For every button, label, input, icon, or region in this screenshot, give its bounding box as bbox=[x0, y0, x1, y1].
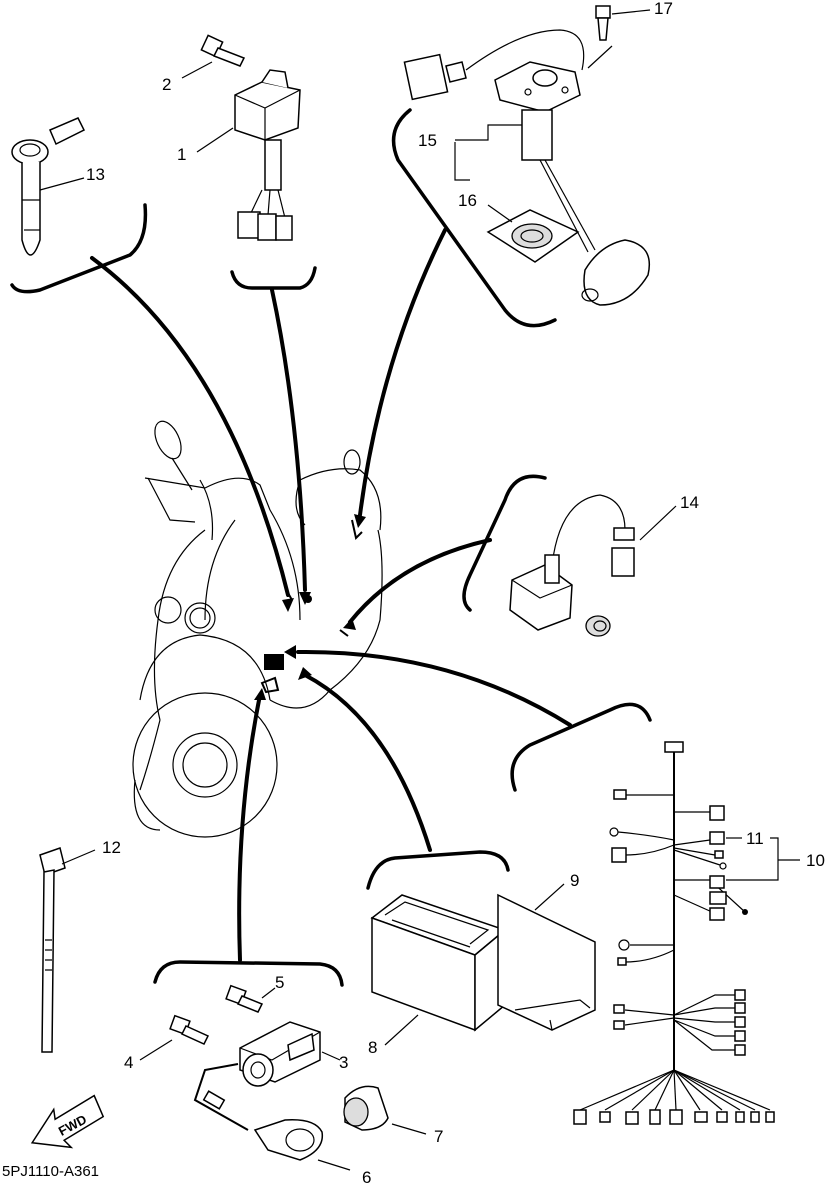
cable-band bbox=[39, 847, 96, 1053]
callout-3: 3 bbox=[339, 1053, 348, 1072]
spark-plug-cap bbox=[11, 117, 86, 256]
leader-arrows bbox=[90, 228, 572, 962]
wire-harness bbox=[573, 741, 800, 1125]
callout-15: 15 bbox=[418, 131, 437, 150]
group-brackets bbox=[10, 108, 652, 987]
callout-8: 8 bbox=[368, 1038, 377, 1057]
cdi-bolt bbox=[181, 34, 246, 79]
scooter-outline bbox=[132, 420, 383, 838]
callout-14: 14 bbox=[680, 493, 699, 512]
battery bbox=[370, 894, 507, 1046]
callout-5: 5 bbox=[275, 973, 284, 992]
callout-16: 16 bbox=[458, 191, 477, 210]
cap-cover bbox=[343, 1085, 427, 1135]
fuel-sender bbox=[403, 5, 651, 306]
callout-4: 4 bbox=[124, 1053, 133, 1072]
callout-11: 11 bbox=[746, 829, 764, 848]
callout-1: 1 bbox=[177, 145, 186, 164]
callout-9: 9 bbox=[570, 871, 579, 890]
callout-7: 7 bbox=[434, 1127, 443, 1146]
cdi-unit bbox=[196, 69, 301, 241]
callout-13: 13 bbox=[86, 165, 105, 184]
starter-relay bbox=[509, 494, 677, 637]
callout-6: 6 bbox=[362, 1168, 371, 1184]
battery-cover bbox=[497, 883, 596, 1031]
callout-12: 12 bbox=[102, 838, 121, 857]
drawing-code: 5PJ1110-A361 bbox=[2, 1163, 99, 1180]
callout-numbers: 1 2 3 4 5 6 7 8 9 10 11 12 13 14 15 16 1… bbox=[86, 0, 825, 1184]
forward-direction-arrow: FWD bbox=[30, 1094, 105, 1149]
callout-10: 10 bbox=[806, 851, 825, 870]
callout-2: 2 bbox=[162, 75, 171, 94]
callout-17: 17 bbox=[654, 0, 673, 18]
ignition-coil bbox=[139, 984, 351, 1171]
